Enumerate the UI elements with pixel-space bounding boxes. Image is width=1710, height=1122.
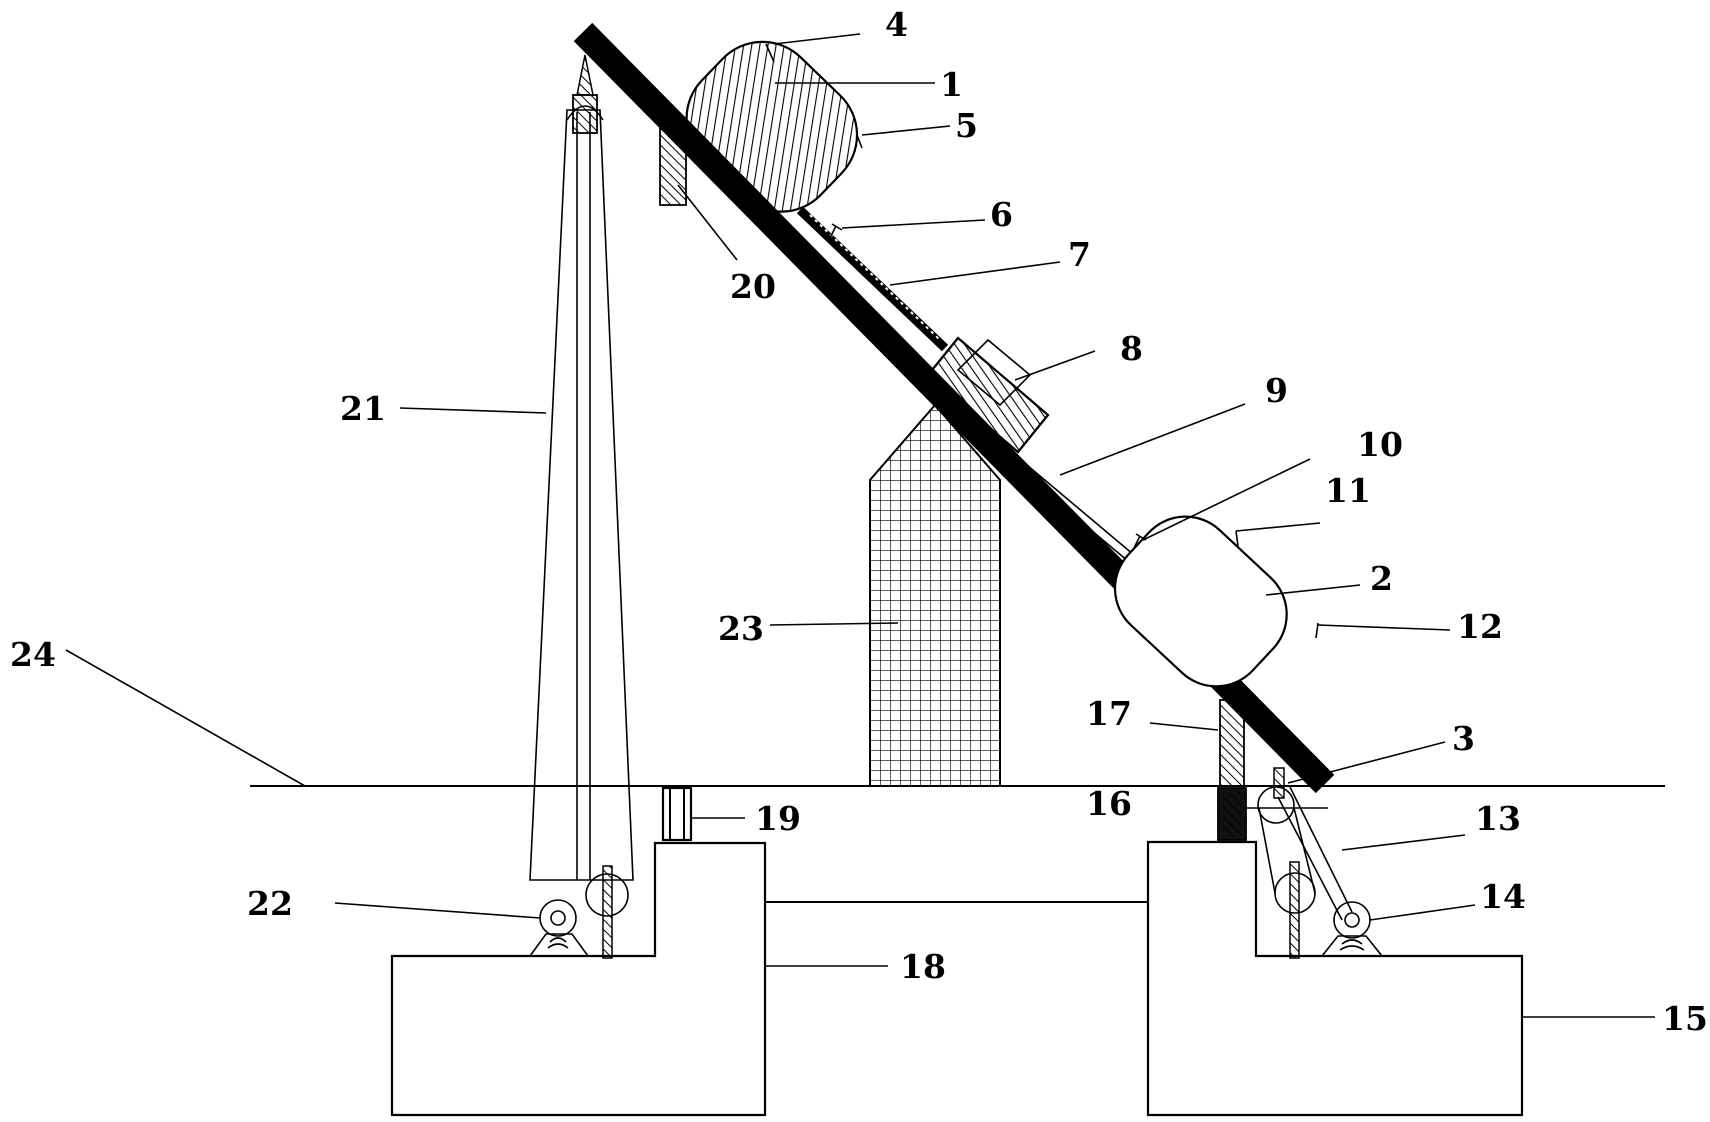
lattice-tower — [869, 403, 1001, 787]
label-23: 23 — [718, 609, 764, 648]
label-15: 15 — [1662, 999, 1708, 1038]
support-post — [1217, 699, 1247, 841]
label-24: 24 — [10, 635, 56, 674]
label-11: 11 — [1325, 471, 1371, 510]
label-9: 9 — [1265, 371, 1288, 410]
label-5: 5 — [955, 106, 978, 145]
label-13: 13 — [1475, 799, 1521, 838]
label-18: 18 — [900, 947, 946, 986]
mast — [529, 54, 634, 881]
label-12: 12 — [1457, 607, 1503, 646]
label-19: 19 — [755, 799, 801, 838]
label-14: 14 — [1480, 877, 1526, 916]
part-labels: 1 2 3 4 5 6 7 8 9 10 11 12 13 14 15 16 1… — [10, 5, 1708, 1038]
label-2: 2 — [1370, 559, 1393, 598]
label-1: 1 — [940, 65, 963, 104]
label-21: 21 — [340, 389, 386, 428]
label-8: 8 — [1120, 329, 1143, 368]
leader-lines — [65, 33, 1655, 1018]
label-7: 7 — [1068, 235, 1091, 274]
label-20: 20 — [730, 267, 776, 306]
label-17: 17 — [1086, 694, 1132, 733]
right-winch — [1257, 786, 1384, 959]
label-4: 4 — [885, 5, 908, 44]
label-10: 10 — [1357, 425, 1403, 464]
label-3: 3 — [1452, 719, 1475, 758]
right-foundation — [1146, 840, 1524, 1117]
label-6: 6 — [990, 195, 1013, 234]
spacer-block — [661, 786, 693, 842]
left-foundation — [390, 841, 767, 1117]
lower-tank — [1113, 515, 1288, 688]
label-22: 22 — [247, 884, 293, 923]
upper-tank — [685, 40, 859, 213]
label-16: 16 — [1086, 784, 1132, 823]
